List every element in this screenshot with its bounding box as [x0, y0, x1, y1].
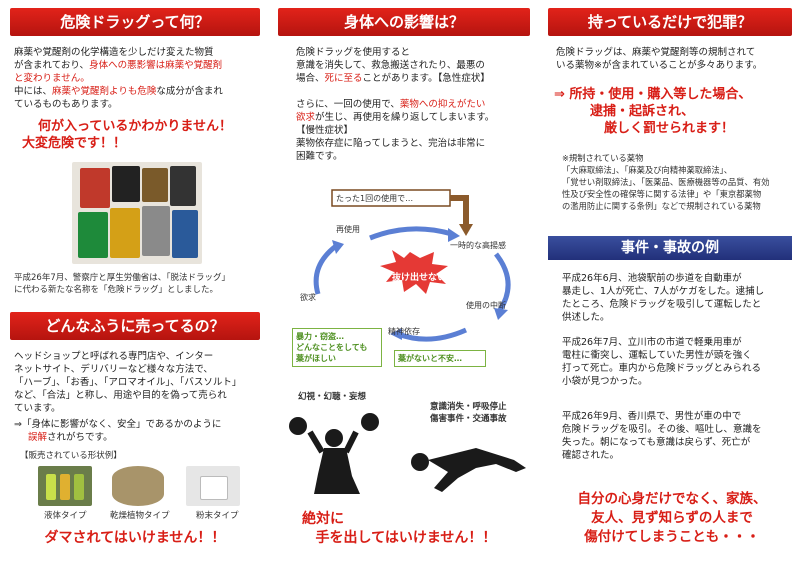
- cycle-desire: 欲求: [300, 293, 316, 302]
- name-change-caption: 平成26年7月、警察庁と厚生労働省は、「脱法ドラッグ」 に代わる新たな名称を「危…: [14, 273, 230, 295]
- forms-title: 【販売されている形状例】: [20, 451, 122, 461]
- cycle-arrowhead-top: [448, 228, 460, 242]
- drug-packages-photo: [72, 162, 202, 264]
- center-burst: [380, 250, 448, 294]
- harm-others-warning: 自分の心身だけでなく、家族、 友人、見ず知らずの人まで 傷付けてしまうことも・・…: [577, 491, 767, 545]
- start-arrow: [450, 195, 469, 226]
- cycle-arrow-right: [494, 252, 511, 312]
- crime-paragraph: 危険ドラッグは、麻薬や覚醒剤等の規制されて いる薬物※が含まれていることが多々あ…: [556, 47, 763, 71]
- anxiety-box: 薬がないと不安…: [394, 350, 486, 367]
- final-warning: 絶対に 手を出してはいけません！！: [302, 511, 497, 546]
- kneeling-person-arms: [307, 430, 359, 454]
- cycle-arrowhead-bottom: [390, 328, 402, 340]
- banner-crime-title: 持っているだけで犯罪？: [587, 13, 753, 31]
- misconception-paragraph: ⇒「身体に影響がなく、安全」であるかのように 誤解されがちです。: [14, 419, 222, 443]
- intro-line: と変わりません。: [14, 73, 90, 84]
- column-what-is: 危険ドラッグって何？ 麻薬や覚醒剤の化学構造を少しだけ変えた物質 が含まれており…: [0, 0, 268, 566]
- cycle-dependence: 精神依存: [388, 327, 420, 336]
- cycle-start-label: たった1回の使用で…: [336, 194, 414, 203]
- craving-box: 暴力・窃盗… どんなことをしても 薬がほしい: [292, 328, 382, 367]
- banner-incidents: 事件・事故の例: [548, 236, 792, 260]
- form-label-powder: 粉末タイプ: [196, 511, 239, 521]
- incident-1: 平成26年6月、池袋駅前の歩道を自動車が 暴走し、1人が死亡、7人がケガをした。…: [562, 273, 765, 323]
- form-label-liquid: 液体タイプ: [44, 511, 87, 521]
- incident-2: 平成26年7月、立川市の市道で軽乗用車が 電柱に衝突し、運転していた男性が頭を強…: [562, 337, 762, 387]
- warning-dont-be-fooled: ダマされてはいけません！！: [44, 530, 226, 546]
- kneeling-person-head: [325, 429, 343, 447]
- warning-unknown-contents: 何が入っているかわかりません！ 大変危険です！！: [22, 119, 232, 151]
- dependence-cycle-diagram: [313, 189, 511, 342]
- banner-how-sold-title: どんなふうに売ってるの？: [45, 317, 225, 335]
- chronic-paragraph: さらに、一回の使用で、薬物への抑えがたい 欲求が生じ、再使用を繰り返してしまいま…: [296, 99, 495, 162]
- banner-body-effects: 身体への影響は？: [278, 8, 530, 36]
- banner-how-sold: どんなふうに売ってるの？: [10, 312, 260, 340]
- banner-incidents-title: 事件・事故の例: [621, 240, 719, 256]
- collapsed-person-body: [428, 448, 526, 492]
- column-body-effects: 身体への影響は？ 危険ドラッグを使用すると 意識を消失して、救急搬送されたり、最…: [270, 0, 538, 566]
- intro-line: ているものもあります。: [14, 99, 118, 110]
- banner-what-is: 危険ドラッグって何？: [10, 8, 260, 36]
- liquid-type-photo: [38, 466, 92, 506]
- cycle-arrow-top: [369, 226, 453, 241]
- banner-body-effects-title: 身体への影響は？: [343, 13, 464, 31]
- intro-line: が含まれており、身体への悪影響は麻薬や覚醒剤: [14, 60, 223, 71]
- cycle-arrow-bottom: [397, 327, 468, 342]
- cycle-arrowhead-right: [494, 308, 508, 320]
- powder-type-photo: [186, 466, 240, 506]
- cycle-reuse: 再使用: [336, 225, 360, 234]
- dried-plant-type-photo: [112, 466, 164, 506]
- punishment-warning: ⇒ 所持・使用・購入等した場合、 逮捕・起訴され、 厳しく罰せられます！: [554, 87, 752, 136]
- intro-line: 麻薬や覚醒剤の化学構造を少しだけ変えた物質: [14, 47, 214, 58]
- intro-paragraph: 麻薬や覚醒剤の化学構造を少しだけ変えた物質 が含まれており、身体への悪影響は麻薬…: [14, 46, 264, 111]
- cycle-arrow-left: [313, 244, 338, 295]
- hallucination-face-right: [361, 413, 379, 431]
- column-crime: 持っているだけで犯罪？ 危険ドラッグは、麻薬や覚醒剤等の規制されて いる薬物※が…: [540, 0, 800, 566]
- incident-3: 平成26年9月、香川県で、男性が車の中で 危険ドラッグを吸引。その後、嘔吐し、意…: [562, 411, 762, 461]
- hallucination-face-left: [289, 417, 307, 435]
- banner-crime: 持っているだけで犯罪？: [548, 8, 792, 36]
- cycle-center: 抜け出せない!!: [392, 273, 455, 283]
- banner-what-is-title: 危険ドラッグって何？: [60, 13, 210, 31]
- sales-paragraph: ヘッドショップと呼ばれる専門店や、インター ネットサイト、デリバリーなど様々な方…: [14, 351, 242, 414]
- start-arrowhead: [459, 224, 473, 236]
- cycle-stop: 使用の中断: [466, 301, 506, 310]
- acute-paragraph: 危険ドラッグを使用すると 意識を消失して、救急搬送されたり、最悪の 場合、死に至…: [296, 47, 490, 84]
- intro-line: 中には、麻薬や覚醒剤よりも危険な成分が含まれ: [14, 86, 223, 97]
- form-label-dried-plant: 乾燥植物タイプ: [110, 511, 170, 521]
- regulated-drugs-note: ※規制されている薬物 「大麻取締法」、「麻薬及び向精神薬取締法」、 「覚せい剤取…: [562, 153, 770, 211]
- kneeling-person-body: [314, 448, 360, 494]
- cycle-high: 一時的な高揚感: [450, 241, 506, 250]
- silhouettes-illustration: [289, 413, 526, 494]
- collapsed-person-head: [411, 453, 429, 471]
- hallucination-label: 幻視・幻聴・妄想: [298, 392, 367, 402]
- coma-label: 意識消失・呼吸停止 傷害事件・交通事故: [430, 402, 507, 424]
- cycle-arrowhead-left: [332, 240, 344, 254]
